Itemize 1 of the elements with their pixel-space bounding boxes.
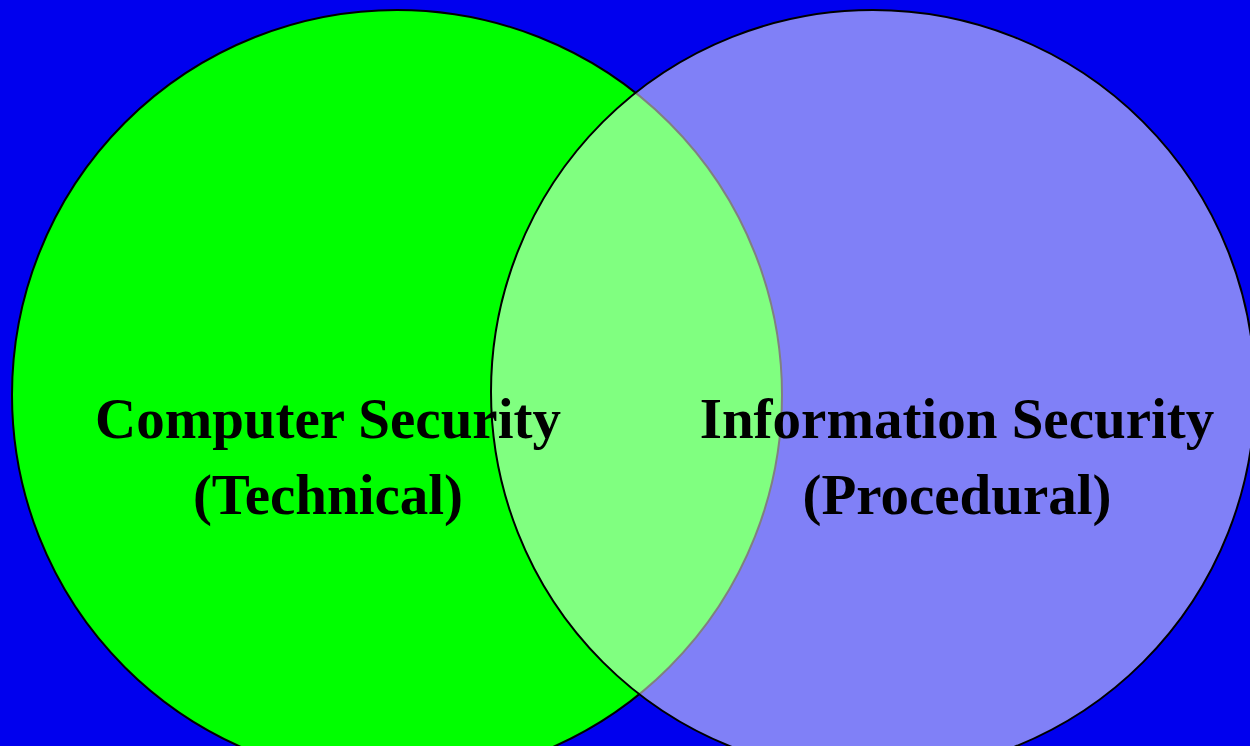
circle-label: Information Security (Procedural) bbox=[698, 386, 1216, 528]
